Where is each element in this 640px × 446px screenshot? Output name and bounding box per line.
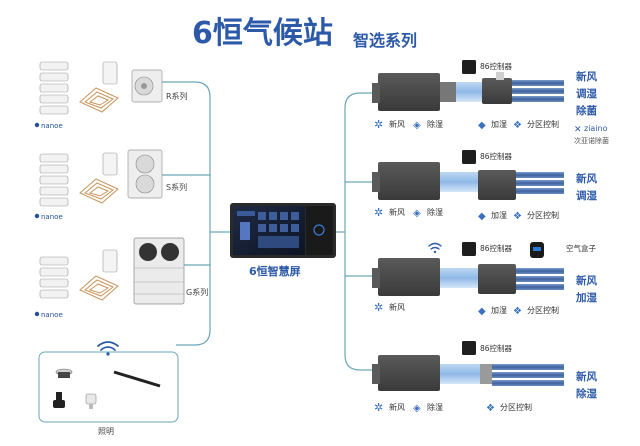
feature-tag: 调湿 bbox=[576, 189, 597, 202]
function-label: 新风 bbox=[389, 302, 405, 312]
page-subtitle: 智选系列 bbox=[353, 31, 417, 50]
function-label: 加湿 bbox=[491, 210, 507, 220]
system-label: G系列 bbox=[186, 287, 208, 297]
fresh-air-unit-1: 86控制器 ✲ 新风 ◈ 除湿 ◆ 加湿 ❖ 分区控制 新风 调湿 除菌 ✕ z… bbox=[372, 60, 609, 145]
feature-tag: 除菌 bbox=[576, 104, 597, 117]
fan-icon: ✲ bbox=[374, 301, 383, 314]
nanoe-logo: nanoe bbox=[34, 311, 63, 319]
brand-label: nanoe bbox=[41, 311, 63, 319]
function-label: 分区控制 bbox=[527, 305, 559, 315]
lighting-label: 照明 bbox=[98, 427, 114, 436]
function-label: 加湿 bbox=[491, 119, 507, 129]
drop-icon: ◆ bbox=[478, 306, 486, 317]
spotlight-icon bbox=[53, 392, 65, 408]
drop-slash-icon: ◈ bbox=[413, 403, 421, 414]
controller-device bbox=[462, 60, 476, 74]
fan-icon: ✲ bbox=[374, 118, 383, 131]
feature-tag: 新风 bbox=[576, 274, 597, 287]
fresh-air-unit-3: 86控制器 空气盒子 ✲ 新风 ◆ 加湿 ❖ 分区控制 新风 加湿 bbox=[372, 242, 597, 317]
system-label: S系列 bbox=[166, 182, 187, 192]
drop-icon: ◆ bbox=[478, 120, 486, 131]
controller-label: 86控制器 bbox=[480, 243, 513, 253]
system-group-s: S系列 nanoe bbox=[34, 149, 187, 221]
ziaino-caption: 次亚诺除菌 bbox=[574, 136, 609, 145]
function-label: 除湿 bbox=[427, 402, 443, 412]
system-group-r: R系列 nanoe bbox=[34, 61, 188, 130]
controller-device bbox=[462, 242, 476, 256]
function-label: 新风 bbox=[389, 402, 405, 412]
feature-tag: 新风 bbox=[576, 370, 597, 383]
function-label: 除湿 bbox=[427, 207, 443, 217]
indoor-units-stack bbox=[39, 256, 69, 299]
controller-device bbox=[462, 341, 476, 355]
feature-tag: 调湿 bbox=[576, 87, 597, 100]
outdoor-unit bbox=[127, 149, 163, 199]
lighting-box bbox=[38, 351, 179, 423]
wifi-icon bbox=[428, 242, 442, 254]
drop-slash-icon: ◈ bbox=[413, 120, 421, 131]
nanoe-logo: nanoe bbox=[34, 122, 63, 130]
brand-label: nanoe bbox=[41, 213, 63, 221]
page-title: 6恒气候站 bbox=[192, 16, 333, 51]
controller-label: 86控制器 bbox=[480, 61, 513, 71]
right-connectors bbox=[334, 92, 380, 371]
boiler-unit bbox=[102, 152, 118, 176]
function-label: 新风 bbox=[389, 207, 405, 217]
drop-slash-icon: ◈ bbox=[413, 208, 421, 219]
zone-icon: ❖ bbox=[513, 120, 522, 131]
track-light-icon bbox=[113, 370, 161, 388]
smart-screen bbox=[230, 203, 336, 258]
boiler-unit bbox=[102, 249, 118, 273]
indoor-units-stack bbox=[39, 153, 69, 207]
lighting-group: 照明 bbox=[38, 341, 179, 436]
fresh-air-unit-2: 86控制器 ✲ 新风 ◈ 除湿 ◆ 加湿 ❖ 分区控制 新风 调湿 bbox=[372, 150, 597, 222]
system-label: R系列 bbox=[166, 91, 188, 101]
boiler-unit bbox=[102, 61, 118, 85]
function-label: 分区控制 bbox=[527, 119, 559, 129]
feature-tag: 新风 bbox=[576, 172, 597, 185]
left-connectors bbox=[160, 81, 232, 346]
function-label: 分区控制 bbox=[500, 402, 532, 412]
nanoe-logo: nanoe bbox=[34, 213, 63, 221]
feature-tag: 新风 bbox=[576, 70, 597, 83]
function-label: 分区控制 bbox=[527, 210, 559, 220]
fan-icon: ✲ bbox=[374, 401, 383, 414]
fan-icon: ✲ bbox=[374, 206, 383, 219]
indoor-units-stack bbox=[39, 61, 69, 115]
controller-device bbox=[462, 150, 476, 164]
drop-icon: ◆ bbox=[478, 211, 486, 222]
feature-tag: 除湿 bbox=[576, 387, 597, 400]
controller-label: 86控制器 bbox=[480, 343, 513, 353]
controller-label: 86控制器 bbox=[480, 151, 513, 161]
spotlight-white-icon bbox=[85, 393, 97, 409]
ziaino-logo: ziaino bbox=[584, 124, 608, 133]
wifi-icon bbox=[97, 341, 119, 356]
feature-tag: 加湿 bbox=[575, 291, 597, 304]
outdoor-unit bbox=[133, 237, 185, 305]
floor-heating-coil bbox=[79, 178, 119, 204]
zone-icon: ❖ bbox=[513, 211, 522, 222]
ziaino-icon: ✕ bbox=[574, 125, 582, 135]
hub-label: 6恒智慧屏 bbox=[249, 264, 301, 278]
fresh-air-unit-4: 86控制器 ✲ 新风 ◈ 除湿 ❖ 分区控制 新风 除湿 bbox=[372, 341, 597, 414]
floor-heating-coil bbox=[79, 87, 119, 113]
outdoor-unit bbox=[131, 69, 163, 103]
floor-heating-coil bbox=[79, 275, 119, 301]
air-box-label: 空气盒子 bbox=[566, 243, 596, 253]
function-label: 加湿 bbox=[491, 305, 507, 315]
function-label: 新风 bbox=[389, 119, 405, 129]
downlight-icon bbox=[55, 368, 73, 378]
system-group-g: G系列 nanoe bbox=[34, 237, 208, 319]
brand-label: nanoe bbox=[41, 122, 63, 130]
zone-icon: ❖ bbox=[486, 403, 495, 414]
zone-icon: ❖ bbox=[513, 306, 522, 317]
function-label: 除湿 bbox=[427, 119, 443, 129]
